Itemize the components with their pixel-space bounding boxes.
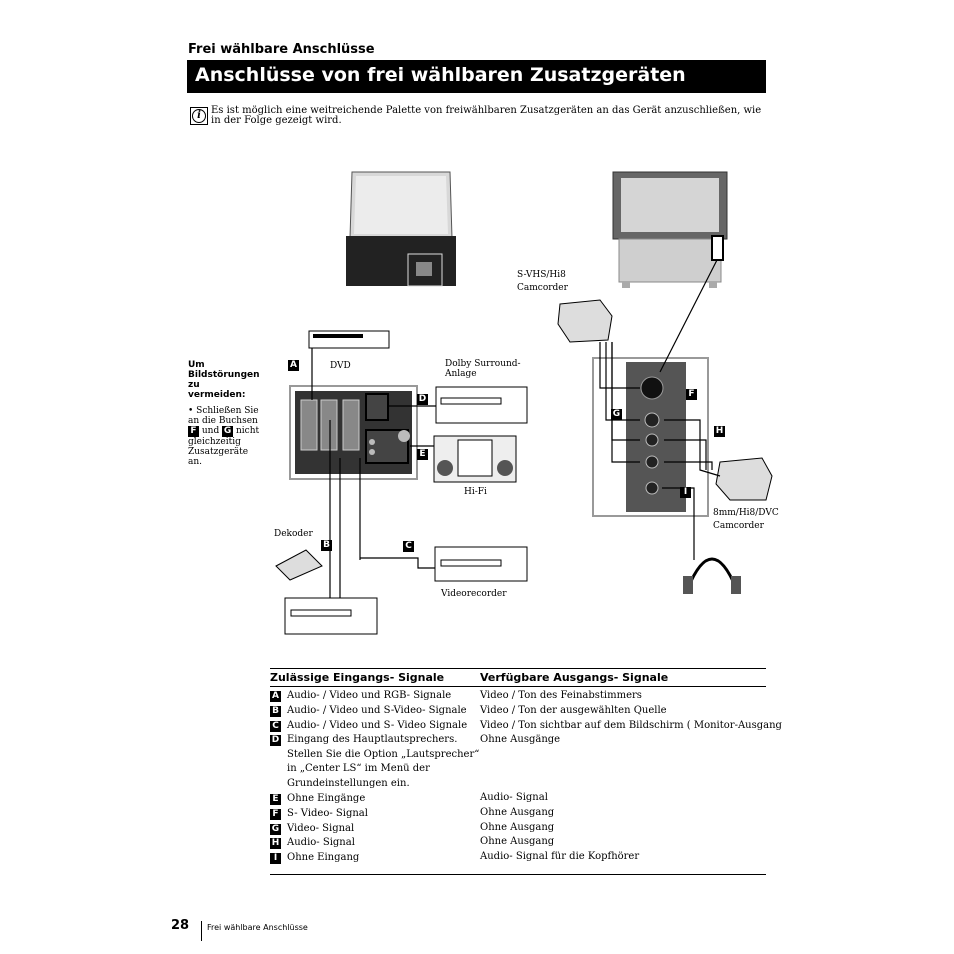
footer-divider: [201, 921, 202, 941]
side-note: Um Bildstörungen zu vermeiden: • Schließ…: [188, 360, 260, 467]
footer-section-label: Frei wählbare Anschlüsse: [207, 923, 308, 932]
diagram-marker-h: H: [714, 426, 725, 437]
table-bottom-rule: [270, 874, 766, 875]
label-dolby-2: Anlage: [445, 369, 477, 379]
page-number: 28: [171, 918, 190, 933]
label-hifi: Hi-Fi: [464, 487, 487, 497]
side-note-body: • Schließen Sie an die Buchsen F und G n…: [188, 406, 260, 467]
label-dolby-1: Dolby Surround-: [445, 359, 521, 369]
note-marker-g: G: [222, 426, 234, 437]
column-header-output: Verfügbare Ausgangs- Signale: [480, 671, 669, 684]
diagram-marker-d: D: [417, 394, 428, 405]
tv-front-illustration: [612, 171, 728, 288]
connection-diagram: [275, 171, 773, 635]
info-icon: i: [190, 107, 208, 125]
label-cam8-2: Camcorder: [713, 521, 764, 531]
page-title-bar: Anschlüsse von frei wählbaren Zusatzgerä…: [187, 60, 766, 93]
diagram-marker-c: C: [403, 541, 414, 552]
diagram-marker-e: E: [417, 449, 428, 460]
label-cam8-1: 8mm/Hi8/DVC: [713, 508, 779, 518]
diagram-marker-f: F: [686, 389, 697, 400]
intro-text: Es ist möglich eine weitreichende Palett…: [211, 105, 762, 126]
label-dekoder: Dekoder: [274, 529, 313, 539]
page-title: Anschlüsse von frei wählbaren Zusatzgerä…: [195, 64, 686, 86]
table-header-rule: [270, 686, 766, 687]
note-marker-f: F: [188, 426, 199, 437]
section-label: Frei wählbare Anschlüsse: [188, 42, 375, 57]
label-svhs-2: Camcorder: [517, 283, 568, 293]
table-top-rule: [270, 668, 766, 669]
label-videorecorder: Videorecorder: [441, 589, 507, 599]
diagram-marker-a: A: [288, 360, 299, 371]
diagram-marker-b: B: [321, 540, 332, 551]
diagram-marker-i: I: [680, 487, 691, 498]
label-svhs-1: S-VHS/Hi8: [517, 270, 566, 280]
tv-rear-illustration: [346, 171, 456, 287]
side-note-heading: Um Bildstörungen zu vermeiden:: [188, 360, 260, 400]
column-header-input: Zulässige Eingangs- Signale: [270, 671, 445, 684]
label-dvd: DVD: [330, 361, 351, 371]
diagram-marker-g: G: [611, 409, 622, 420]
